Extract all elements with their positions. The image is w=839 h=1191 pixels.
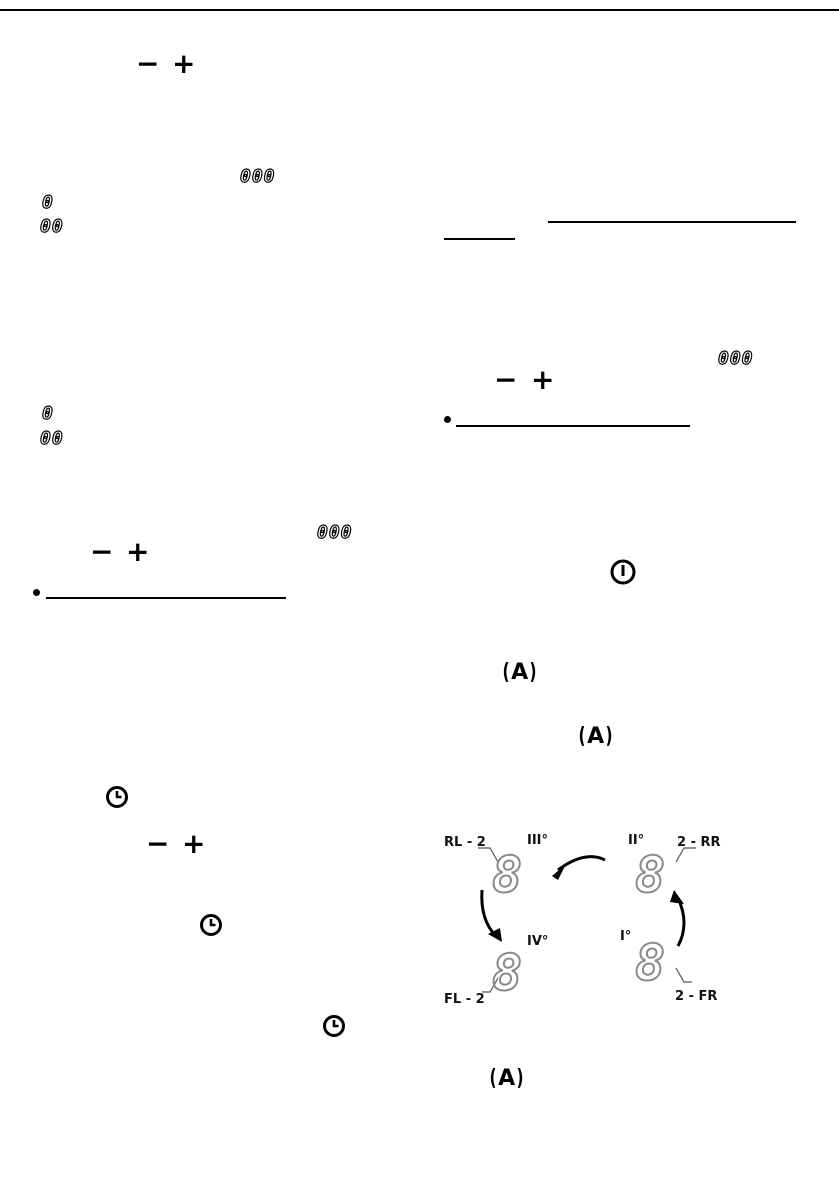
zone-label-rl: RL - 2 (444, 835, 486, 850)
clock-icon (199, 913, 223, 942)
zone-label-rr: 2 - RR (677, 835, 721, 850)
zone-display-rr: 8 (634, 846, 666, 904)
zone-label-fr: 2 - FR (675, 989, 718, 1004)
minus-symbol: − (494, 363, 518, 396)
display-three-digits: 000 (239, 166, 276, 187)
display-one-digit: 0 (41, 192, 54, 213)
zone-rotation-diagram: RL - 2 III° II° 2 - RR IV° I° FL - 2 2 -… (430, 820, 750, 1020)
plus-symbol: + (172, 47, 196, 80)
zone-order-iv: IV° (527, 934, 549, 949)
bullet-dot (33, 589, 40, 596)
zone-display-rl: 8 (491, 846, 523, 904)
auto-symbol: (A) (489, 1066, 524, 1091)
underline-blank (548, 221, 796, 223)
clock-icon (322, 1014, 346, 1043)
zone-label-fl: FL - 2 (444, 992, 485, 1007)
zone-display-fl: 8 (491, 944, 523, 1002)
display-three-digits: 000 (316, 522, 353, 543)
clock-icon (105, 785, 129, 814)
top-rule (0, 0, 839, 11)
display-two-digits: 00 (39, 216, 64, 237)
underline-blank (46, 597, 286, 599)
power-icon (609, 558, 637, 591)
zone-order-i: I° (620, 929, 632, 944)
plus-symbol: + (126, 535, 150, 568)
auto-symbol: (A) (502, 660, 537, 685)
display-two-digits: 00 (39, 428, 64, 449)
display-one-digit: 0 (41, 403, 54, 424)
minus-symbol: − (146, 827, 170, 860)
plus-symbol: + (182, 827, 206, 860)
plus-symbol: + (531, 363, 555, 396)
minus-symbol: − (90, 535, 114, 568)
bullet-dot (444, 416, 451, 423)
display-three-digits: 000 (717, 348, 754, 369)
zone-order-ii: II° (628, 833, 645, 848)
underline-blank (456, 425, 690, 427)
minus-symbol: − (136, 47, 160, 80)
zone-order-iii: III° (527, 833, 549, 848)
zone-display-fr: 8 (634, 934, 666, 992)
underline-blank (444, 238, 515, 240)
auto-symbol: (A) (578, 724, 613, 749)
